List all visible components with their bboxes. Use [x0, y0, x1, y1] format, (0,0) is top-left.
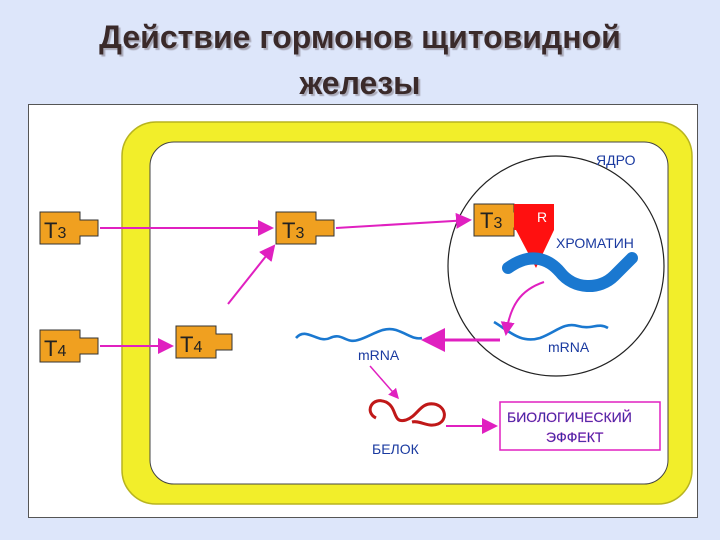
- svg-text:T3: T3: [480, 208, 502, 233]
- svg-text:T3: T3: [282, 218, 304, 243]
- t3-receptor-complex: T3 R: [473, 203, 554, 268]
- t3-letter: T: [44, 218, 57, 243]
- t3-letter-nucleus: T: [480, 208, 493, 233]
- mrna-cytoplasm-label: mRNA: [358, 347, 400, 363]
- t3-hormone-outside: T3: [39, 211, 99, 245]
- t3-subscript: 3: [57, 225, 66, 242]
- mrna-nucleus-label: mRNA: [548, 339, 590, 355]
- t3-subscript-cytoplasm: 3: [295, 225, 304, 242]
- arrow-t4-to-t3: [227, 244, 276, 305]
- slide-title: Действие гормонов щитовидной железы: [0, 14, 720, 106]
- t3-letter-cytoplasm: T: [282, 218, 295, 243]
- arrow-t3-to-nucleus: [335, 212, 472, 229]
- chromatin-label: ХРОМАТИН: [556, 235, 634, 251]
- mrna-nucleus-strand: [493, 320, 609, 341]
- receptor-shape: [514, 204, 554, 268]
- title-line-2: железы: [299, 65, 421, 101]
- effect-label-line2: ЭФФЕКТ: [546, 429, 604, 445]
- t4-hormone-outside: T4: [39, 329, 99, 363]
- t4-subscript-cytoplasm: 4: [193, 339, 202, 356]
- title-line-1: Действие гормонов щитовидной: [99, 19, 621, 55]
- mrna-cytoplasm-strand: [295, 327, 423, 343]
- arrow-transcription: [500, 281, 545, 336]
- nucleus-label: ЯДРО: [596, 152, 636, 168]
- protein-strand: [368, 399, 446, 427]
- biological-effect-box: [499, 401, 661, 451]
- t3-subscript-nucleus: 3: [493, 215, 502, 232]
- t3-hormone-cytoplasm: T3: [275, 211, 335, 245]
- svg-text:T4: T4: [180, 332, 202, 357]
- t4-hormone-cytoplasm: T4: [175, 325, 233, 359]
- receptor-label: R: [537, 209, 547, 225]
- svg-text:T3: T3: [44, 218, 66, 243]
- t4-letter-cytoplasm: T: [180, 332, 193, 357]
- effect-label-line1: БИОЛОГИЧЕСКИЙ: [507, 408, 632, 425]
- chromatin-dna: [502, 252, 638, 293]
- t4-letter-outside: T: [44, 336, 57, 361]
- arrow-translation: [369, 365, 399, 400]
- t4-subscript-outside: 4: [57, 343, 66, 360]
- protein-label: БЕЛОК: [372, 441, 420, 457]
- svg-text:T4: T4: [44, 336, 66, 361]
